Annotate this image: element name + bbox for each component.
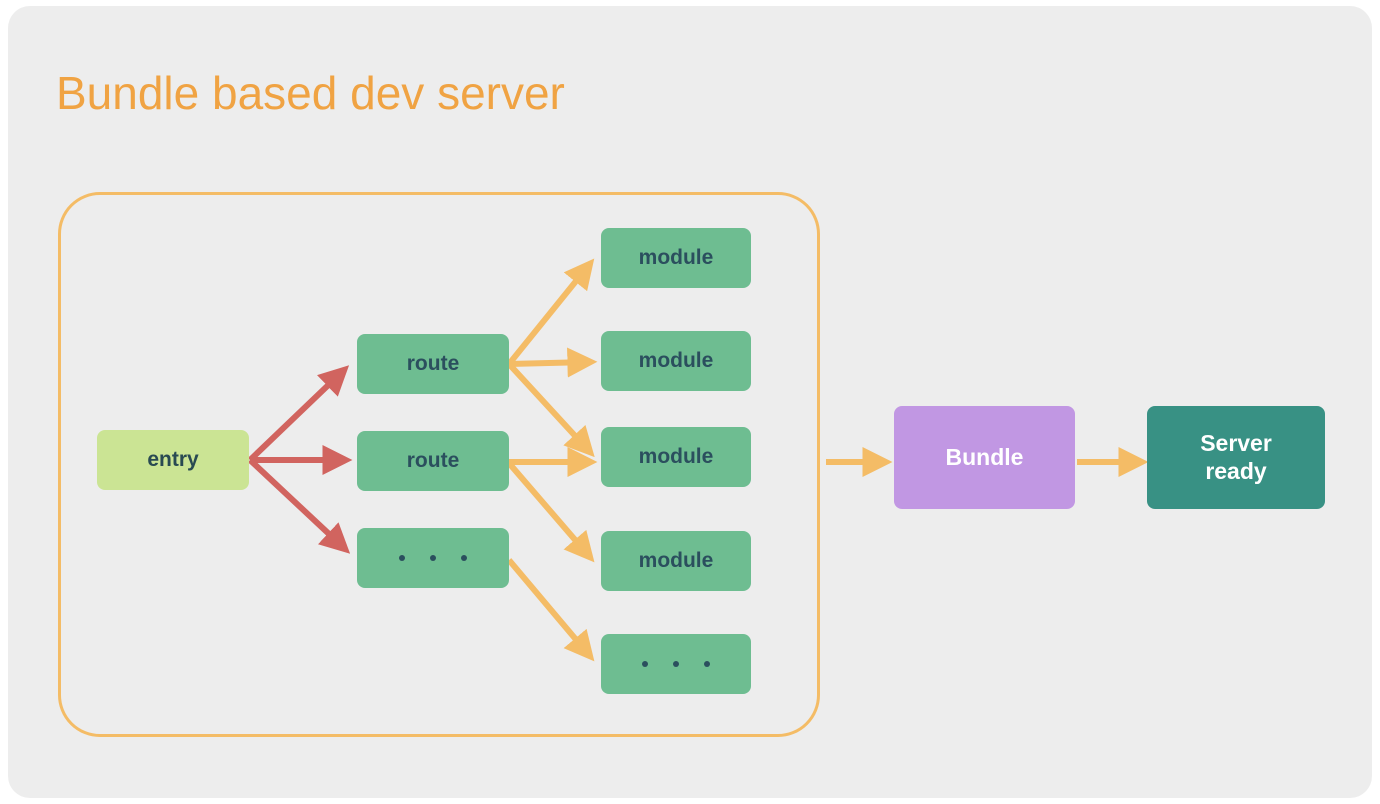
module-graph-group <box>58 192 820 737</box>
node-module-4-label: module <box>638 548 714 572</box>
node-module-3[interactable]: module <box>601 427 751 487</box>
node-bundle[interactable]: Bundle <box>894 406 1075 509</box>
node-module-2[interactable]: module <box>601 331 751 391</box>
node-module-2-label: module <box>638 348 714 372</box>
node-module-more[interactable] <box>601 634 751 694</box>
node-route-1-label: route <box>406 351 460 375</box>
node-route-2-label: route <box>406 448 460 472</box>
node-module-4[interactable]: module <box>601 531 751 591</box>
node-module-1[interactable]: module <box>601 228 751 288</box>
node-module-1-label: module <box>638 245 714 269</box>
node-module-3-label: module <box>638 444 714 468</box>
node-server-ready-label: Server ready <box>1200 430 1272 484</box>
node-server-ready[interactable]: Server ready <box>1147 406 1325 509</box>
ellipsis-icon <box>642 661 710 667</box>
node-route-2[interactable]: route <box>357 431 509 491</box>
node-entry[interactable]: entry <box>97 430 249 490</box>
ellipsis-icon <box>399 555 467 561</box>
page-title: Bundle based dev server <box>56 67 565 119</box>
node-route-more[interactable] <box>357 528 509 588</box>
node-route-1[interactable]: route <box>357 334 509 394</box>
node-entry-label: entry <box>147 447 199 471</box>
node-bundle-label: Bundle <box>945 443 1024 470</box>
